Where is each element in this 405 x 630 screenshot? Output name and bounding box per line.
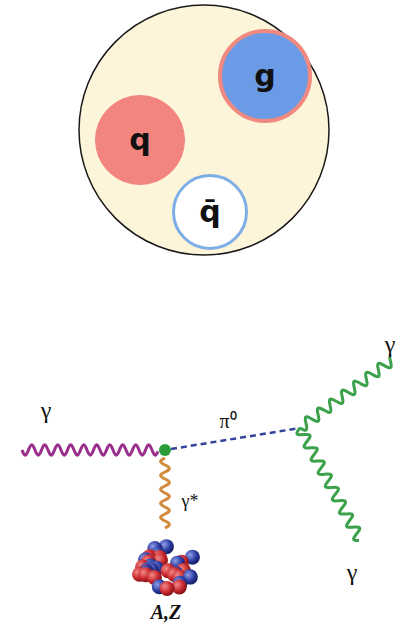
particle-symbol: q̄ bbox=[199, 197, 220, 227]
feynman-lines bbox=[22, 357, 391, 541]
particle-symbol: q bbox=[129, 125, 150, 155]
nucleon bbox=[160, 581, 175, 596]
hadron-circle bbox=[79, 5, 329, 255]
photon-label: γ bbox=[41, 397, 52, 423]
circle-shape bbox=[220, 31, 310, 121]
nucleus bbox=[132, 539, 200, 596]
photon-line bbox=[300, 357, 391, 431]
particle-symbol: g bbox=[254, 61, 275, 91]
virtual-photon-line bbox=[161, 458, 170, 528]
antiquark-circle: q̄ bbox=[172, 174, 248, 250]
photon-line bbox=[22, 445, 158, 455]
nucleus-label: A,Z bbox=[151, 601, 182, 623]
virtual-photon-label: γ* bbox=[182, 492, 199, 512]
circle-shape bbox=[96, 96, 185, 185]
quark-circle: q bbox=[95, 95, 185, 185]
photon-label: γ bbox=[385, 331, 396, 357]
circle-shape bbox=[174, 176, 247, 249]
photon-label: γ bbox=[347, 559, 358, 585]
gluon-circle: g bbox=[218, 29, 312, 123]
pion-label: π⁰ bbox=[219, 410, 236, 432]
photon-line bbox=[297, 428, 360, 541]
vertex-dot bbox=[159, 444, 171, 456]
